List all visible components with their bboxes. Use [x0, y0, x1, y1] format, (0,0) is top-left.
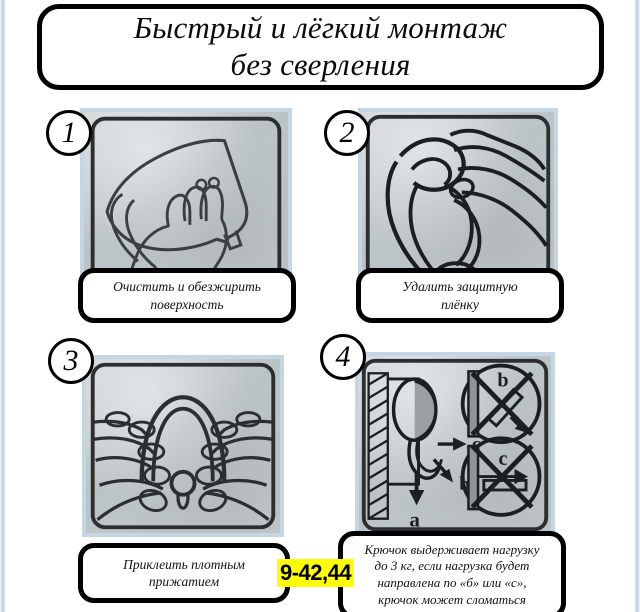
hook-load-direction-icon: a b c b [361, 358, 549, 531]
svg-text:a: a [409, 507, 420, 531]
step-2-caption: Удалить защитную плёнку [356, 268, 564, 323]
step-3-caption-line-1: Приклеить плотным [123, 556, 245, 572]
step-4-illustration: a b c b [355, 352, 555, 538]
step-1-caption-line-1: Очистить и обезжирить [113, 279, 261, 295]
title-line-2: без сверления [230, 47, 411, 82]
step-2-caption-line-1: Удалить защитную [402, 279, 518, 295]
step-1-illustration [80, 108, 292, 293]
step-4-caption: Крючок выдерживает нагрузку до 3 кг, есл… [338, 531, 566, 612]
step-3-caption-line-2: прижатием [148, 574, 220, 589]
step-4-caption-line-2: до 3 кг, если нагрузка будет [374, 558, 530, 574]
title-box: Быстрый и лёгкий монтаж без сверления [37, 4, 604, 90]
price-highlight: 9-42,44 [277, 559, 355, 588]
step-4-caption-line-3: направлена по «б» или «с», [377, 575, 527, 590]
pressing-hook-icon [90, 362, 276, 530]
step-3-badge: 3 [48, 338, 94, 384]
step-4-caption-line-1: Крючок выдерживает нагрузку [364, 541, 540, 557]
step-3-illustration [82, 355, 284, 537]
step-2-badge: 2 [324, 110, 370, 156]
peeling-film-icon [365, 114, 551, 289]
title-line-1: Быстрый и лёгкий монтаж [133, 10, 508, 46]
step-4-caption-line-4: крючок может сломаться [378, 591, 526, 607]
svg-text:c: c [499, 448, 508, 470]
step-4-badge: 4 [320, 334, 366, 380]
page-title: Быстрый и лёгкий монтаж без сверления [124, 10, 517, 83]
page-right-edge [634, 0, 640, 612]
step-1-caption: Очистить и обезжирить поверхность [78, 268, 296, 323]
page-left-edge [0, 0, 6, 612]
hand-wiping-surface-icon [90, 116, 282, 286]
step-3-caption: Приклеить плотным прижатием [78, 543, 290, 603]
svg-text:c: c [472, 434, 481, 455]
step-1-badge: 1 [46, 110, 92, 156]
step-1-caption-line-2: поверхность [150, 296, 224, 312]
svg-text:b: b [497, 370, 508, 392]
step-2-illustration [358, 108, 558, 293]
step-2-caption-line-2: плёнку [441, 296, 479, 312]
